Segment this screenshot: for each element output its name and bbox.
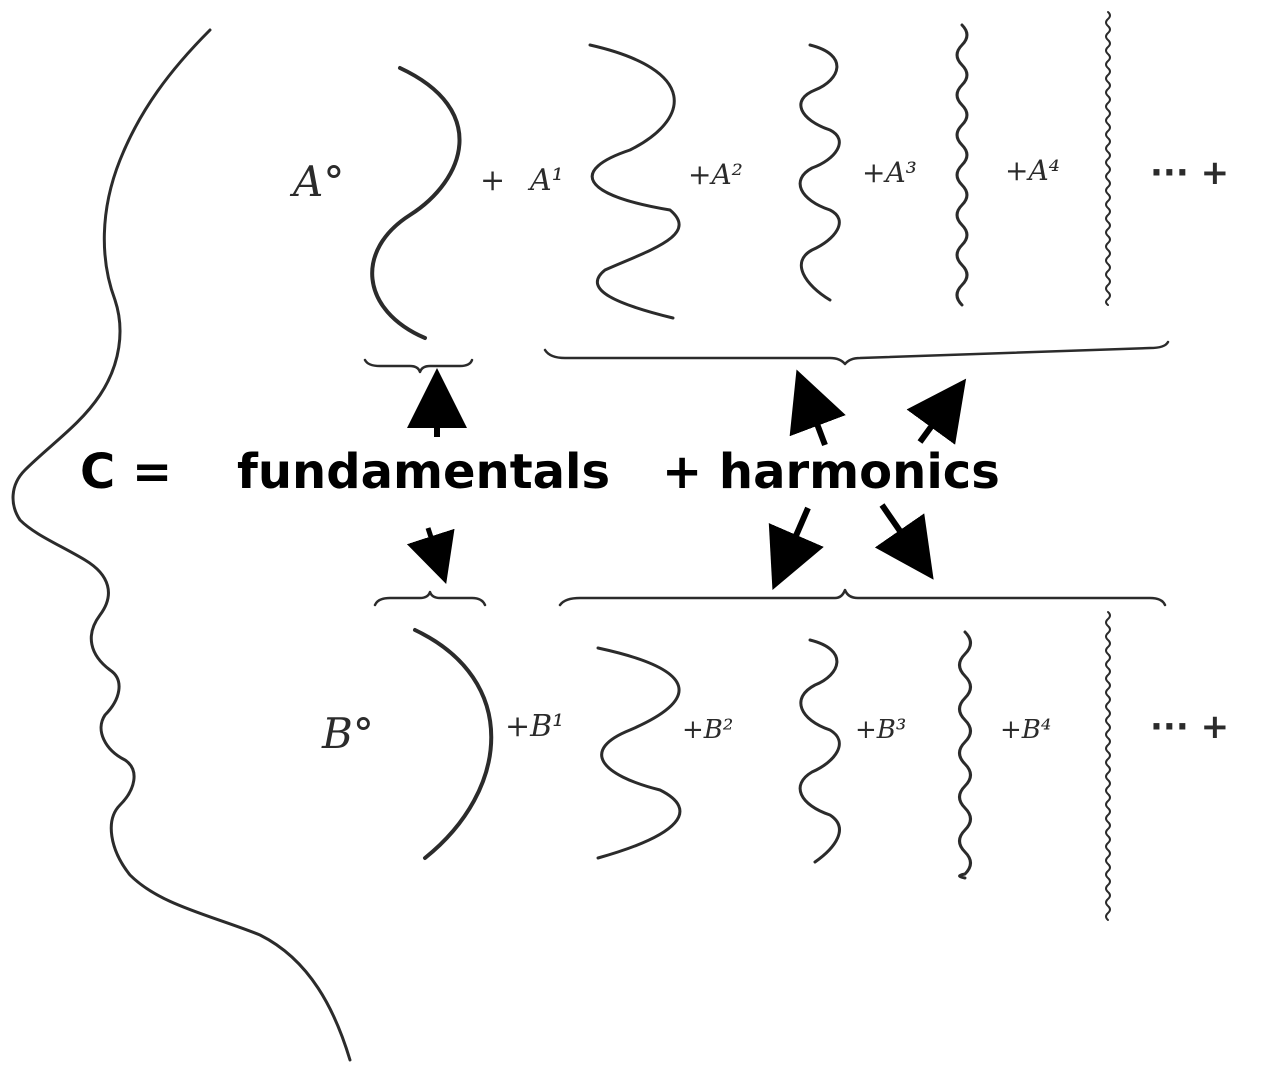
- label-b4: +B⁴: [1000, 715, 1051, 745]
- equation-fundamentals: fundamentals: [237, 444, 610, 500]
- wave-b2: [798, 638, 841, 864]
- label-a4: +A⁴: [1005, 154, 1060, 187]
- wave-b0-fundamental: [413, 628, 494, 860]
- wave-b4: [1105, 611, 1111, 921]
- equation-lhs: C =: [80, 444, 172, 500]
- wave-a0-fundamental: [370, 66, 462, 340]
- arrow-harmonics-up-right: [906, 378, 967, 445]
- wave-a2: [798, 43, 841, 302]
- label-a3: +A³: [862, 156, 917, 189]
- brace-top-fundamental: [363, 358, 474, 374]
- label-a0: A°: [289, 157, 344, 206]
- brace-bottom-fundamental: [373, 590, 487, 607]
- equation-harmonics: + harmonics: [662, 444, 1000, 500]
- arrow-harmonics-down-right: [874, 503, 934, 580]
- wave-a4: [1105, 11, 1111, 306]
- label-b2: +B²: [682, 715, 733, 745]
- wave-b3: [958, 630, 972, 880]
- label-plus-a: +: [480, 163, 505, 198]
- arrow-harmonics-down-left: [768, 506, 824, 591]
- brace-top-harmonics: [543, 340, 1170, 366]
- label-a2: +A²: [688, 158, 743, 191]
- label-b1: +B¹: [505, 709, 564, 744]
- arrow-fundamentals-down: [406, 527, 455, 585]
- ellipsis-bottom: ··· +: [1150, 707, 1229, 747]
- label-b0: B°: [321, 709, 374, 758]
- ellipsis-top: ··· +: [1150, 153, 1229, 193]
- wave-b1: [596, 646, 682, 860]
- face-profile-outline: [11, 28, 352, 1062]
- wave-a3: [955, 23, 969, 307]
- arrow-harmonics-up-left: [789, 369, 846, 447]
- label-b3: +B³: [855, 715, 906, 745]
- brace-bottom-harmonics: [558, 588, 1167, 607]
- label-a1: A¹: [527, 163, 564, 198]
- wave-a1: [588, 43, 681, 320]
